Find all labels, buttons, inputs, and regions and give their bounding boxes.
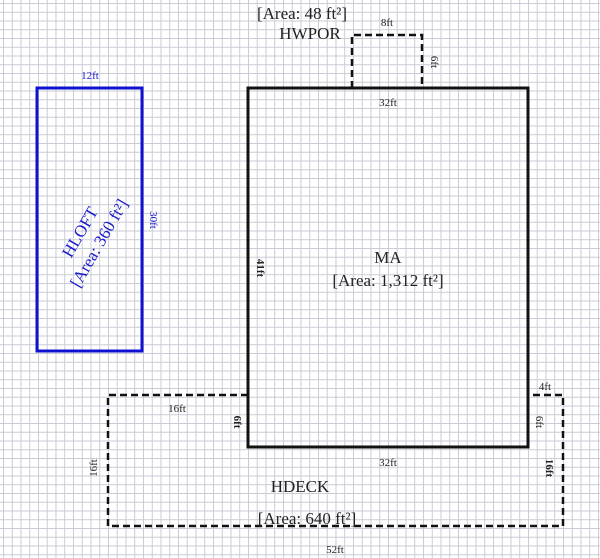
hwpor-area-label: [Area: 48 ft²] [257,4,347,23]
hdeck-area[interactable] [106,393,565,528]
ma-area-label: [Area: 1,312 ft²] [332,271,443,290]
hdeck-label: HDECK [271,477,330,496]
hdeck-right-dim: 16ft [543,459,555,478]
ma-label: MA [374,248,402,267]
hdeck-top-right-dim: 4ft [539,381,551,393]
ma-area[interactable] [246,86,530,449]
hdeck-area-label: [Area: 640 ft²] [258,509,357,528]
ma-side-dim: 41ft [254,259,266,278]
hwpor-side-dim: 6ft [428,56,440,68]
hwpor-top-dim: 8ft [381,17,393,29]
ma-bottom-dim: 32ft [379,457,397,469]
hdeck-bottom-dim: 52ft [326,544,344,556]
hwpor-area[interactable] [350,33,424,88]
hloft-top-dim: 12ft [81,70,99,82]
hdeck-top-left-dim: 16ft [168,403,186,415]
hwpor-label: HWPOR [279,24,341,43]
hdeck-inner-right-dim: 6ft [533,416,545,428]
hloft-area[interactable] [35,86,144,353]
hloft-side-dim: 30ft [147,211,159,229]
hdeck-left-dim: 16ft [88,459,100,477]
hdeck-inner-left-dim: 6ft [231,416,243,429]
ma-top-dim: 32ft [379,97,397,109]
